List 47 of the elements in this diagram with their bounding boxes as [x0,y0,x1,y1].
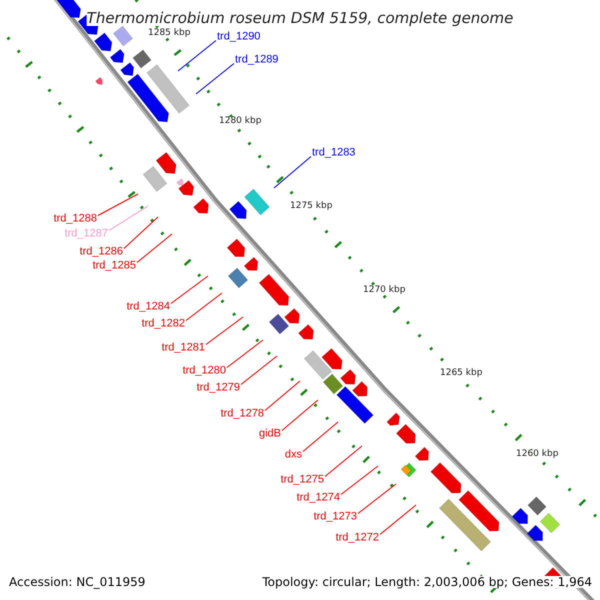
leader-line [186,292,222,321]
scale-label: 1280 kbp [219,117,262,126]
accession-label: Accession: NC_011959 [9,576,146,588]
gene-label: trd_1275 [280,474,324,486]
scale-label: 1270 kbp [363,286,406,295]
leader-line [264,380,300,411]
leader-line [324,446,362,477]
gene-label: dxs [284,450,302,460]
leader-line [340,466,378,495]
leader-line [380,504,416,535]
gene-label: trd_1280 [182,366,226,376]
gene-label: trd_1281 [162,342,205,354]
leader-line [274,156,312,188]
leader-line [98,194,138,216]
leader-line [206,316,244,345]
gene-label: trd_1290 [217,32,260,42]
gene-label: trd_1278 [220,408,264,420]
leader-line [302,422,338,452]
genome-summary: Topology: circular; Length: 2,003,006 bp; Genes: 1,964 [262,576,592,588]
gene-label: trd_1284 [126,302,170,312]
gene-label: trd_1289 [235,54,278,66]
leader-line [170,276,208,304]
scale-label: 1285 kbp [148,29,190,38]
gene-label: gidB [258,428,281,440]
scale-label: 1275 kbp [290,202,332,211]
gene-label: trd_1272 [336,532,379,544]
gene-label: trd_1287 [64,228,108,240]
gene-label: trd_1282 [142,318,185,330]
leader-line [124,216,158,249]
leader-line [136,234,172,263]
scale-label: 1265 kbp [440,369,482,378]
gene-label: trd_1283 [312,148,356,158]
gene-label: trd_1279 [196,382,240,394]
gene-label: trd_1274 [296,492,340,504]
gene-label: trd_1288 [54,214,97,224]
leader-line [108,206,148,231]
leader-line [282,400,318,431]
gene-label: trd_1285 [92,260,136,272]
leader-line [226,340,264,368]
scale-label: 1260 kbp [516,450,558,459]
title: Thermomicrobium roseum DSM 5159, complete genome [86,11,514,26]
leader-line [196,63,234,94]
leader-line [358,484,396,514]
gene-label: trd_1273 [314,512,357,522]
gene-label: trd_1286 [80,246,123,258]
leader-line [178,40,216,72]
leader-line [240,356,278,385]
